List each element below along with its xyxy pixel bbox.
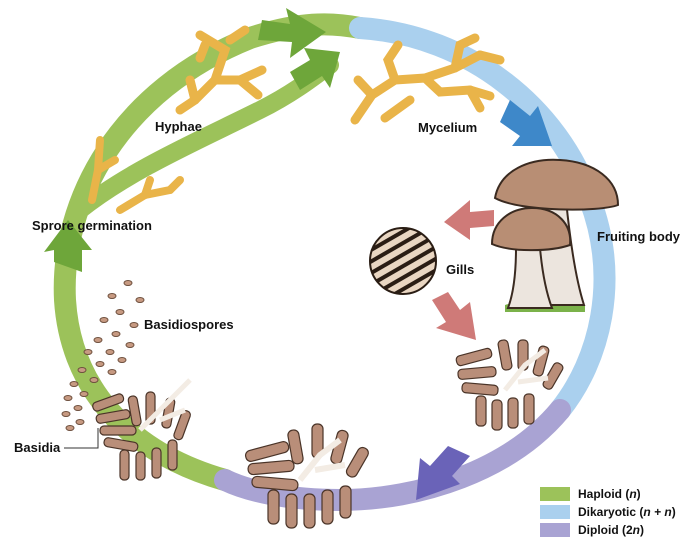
basidia-bottom-drawing [244,424,370,528]
legend-item-haploid: Haploid (n) [540,486,641,502]
gills-drawing [370,228,436,294]
legend-label-haploid: Haploid (n) [578,487,641,501]
basidia-leader-line [64,428,98,448]
haploid-swatch [540,487,570,501]
legend-item-diploid: Diploid (2n) [540,522,644,538]
spore-germination-label: Sprore germination [32,219,152,232]
basidiospores-label: Basidiospores [144,318,234,331]
fruiting-body-label: Fruiting body [597,230,680,243]
large-mushroom-cap [495,160,618,210]
hyphae-label: Hyphae [155,120,202,133]
arrow-red-lower-icon [432,292,476,340]
mycelium-label: Mycelium [418,121,477,134]
legend-item-dikaryotic: Dikaryotic (n + n) [540,504,676,520]
haploid-arc [65,24,360,480]
arrow-red-upper-icon [444,200,494,240]
legend-label-diploid: Diploid (2n) [578,523,644,537]
gills-label: Gills [446,263,474,276]
dikaryotic-swatch [540,505,570,519]
legend-label-dikaryotic: Dikaryotic (n + n) [578,505,676,519]
diploid-swatch [540,523,570,537]
basidia-label: Basidia [14,441,60,454]
